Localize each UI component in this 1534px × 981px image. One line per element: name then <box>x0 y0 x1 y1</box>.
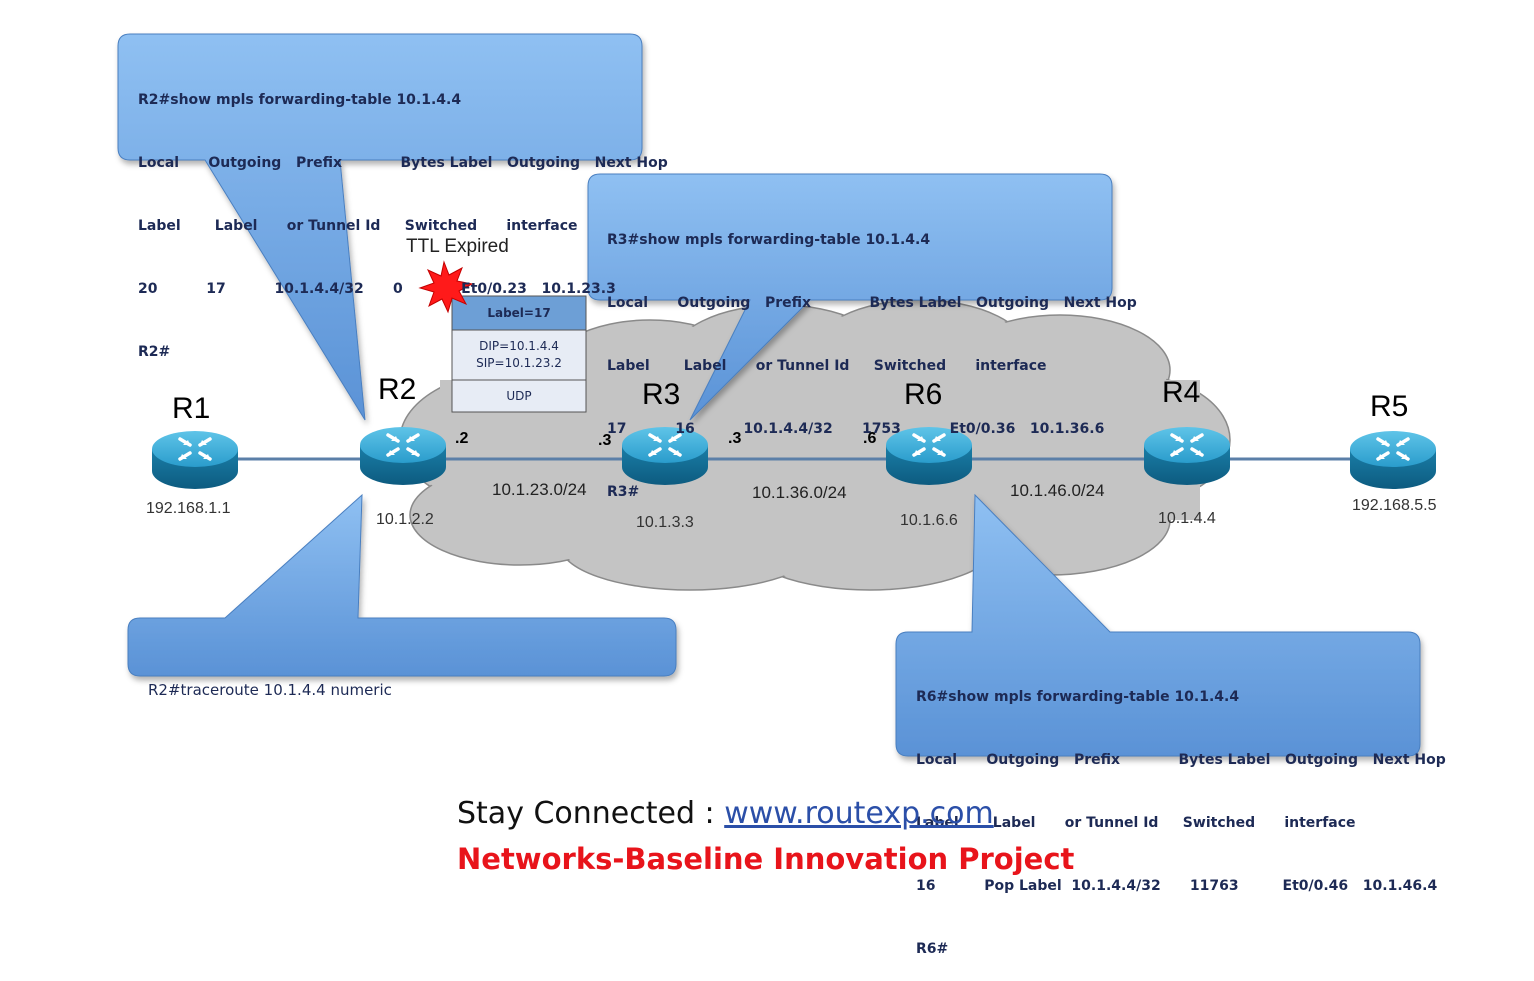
callout-line: 16 Pop Label 10.1.4.4/32 11763 Et0/0.46 … <box>916 878 1438 894</box>
router-ip-r3: 10.1.3.3 <box>636 514 694 531</box>
interface-label: .6 <box>863 430 877 447</box>
callout-line: R6#show mpls forwarding-table 10.1.4.4 <box>916 689 1240 705</box>
mpls-topology-diagram <box>117 33 1438 757</box>
callout-line: Label Label or Tunnel Id Switched interf… <box>138 218 578 234</box>
callout-r2-shape <box>117 33 643 421</box>
callout-r2-text: R2#show mpls forwarding-table 10.1.4.4 L… <box>138 48 668 384</box>
router-icon-r5 <box>1348 429 1438 491</box>
callout-line: R2#show mpls forwarding-table 10.1.4.4 <box>138 92 462 108</box>
footer-prefix: Stay Connected : <box>457 796 725 831</box>
router-icon-r4 <box>1144 427 1230 485</box>
packet-proto-text: UDP <box>506 389 532 403</box>
interface-label: .3 <box>728 430 742 447</box>
router-label-r2: R2 <box>378 373 417 406</box>
callout-r3-shape <box>587 173 1113 421</box>
router-label-r6: R6 <box>904 378 943 411</box>
footer-stay-connected: Stay Connected : www.routexp.com <box>457 796 994 831</box>
callout-line: 17 16 10.1.4.4/32 1753 Et0/0.36 10.1.36.… <box>607 421 1105 437</box>
callout-line: Label Label or Tunnel Id Switched interf… <box>916 815 1356 831</box>
ttl-expired-burst-icon <box>418 260 474 314</box>
router-ip-r2: 10.1.2.2 <box>376 511 434 528</box>
packet-dip-text: DIP=10.1.4.4 <box>479 339 559 353</box>
interface-label: .2 <box>455 430 469 447</box>
router-label-r4: R4 <box>1162 376 1201 409</box>
router-ip-r1: 192.168.1.1 <box>146 500 231 517</box>
callout-traceroute-shape <box>127 493 677 677</box>
network-label: 10.1.23.0/24 <box>492 480 587 499</box>
router-label-r1: R1 <box>172 392 211 425</box>
callout-traceroute-text: R2#traceroute 10.1.4.4 numeric <box>148 638 392 722</box>
callout-line: Local Outgoing Prefix Bytes Label Outgoi… <box>916 752 1446 768</box>
router-ip-r4: 10.1.4.4 <box>1158 510 1216 527</box>
packet-stack <box>451 295 587 413</box>
network-label: 10.1.36.0/24 <box>752 483 847 502</box>
callout-line: R2#traceroute 10.1.4.4 numeric <box>148 681 392 699</box>
callout-r3-text: R3#show mpls forwarding-table 10.1.4.4 L… <box>607 188 1137 524</box>
footer-project-title: Networks-Baseline Innovation Project <box>457 842 1075 876</box>
router-label-r3: R3 <box>642 378 681 411</box>
ttl-expired-label: TTL Expired <box>406 236 509 257</box>
router-icon-r1 <box>150 429 240 491</box>
callout-line: R6# <box>916 941 949 957</box>
network-label: 10.1.46.0/24 <box>1010 481 1105 500</box>
router-icon-r2 <box>360 427 446 485</box>
router-ip-r5: 192.168.5.5 <box>1352 497 1437 514</box>
callout-line: R2# <box>138 344 171 360</box>
router-label-r5: R5 <box>1370 390 1409 423</box>
callout-line: Local Outgoing Prefix Bytes Label Outgoi… <box>607 295 1137 311</box>
callout-line: Label Label or Tunnel Id Switched interf… <box>607 358 1047 374</box>
callout-r6-shape <box>895 493 1421 757</box>
callout-line: R3#show mpls forwarding-table 10.1.4.4 <box>607 232 931 248</box>
callout-r6-text: R6#show mpls forwarding-table 10.1.4.4 L… <box>916 645 1446 981</box>
packet-label-text: Label=17 <box>487 306 551 320</box>
router-ip-r6: 10.1.6.6 <box>900 512 958 529</box>
callout-line: R3# <box>607 484 640 500</box>
callout-line: 20 17 10.1.4.4/32 0 Et0/0.23 10.1.23.3 <box>138 281 616 297</box>
interface-label: .3 <box>598 432 612 449</box>
footer-link[interactable]: www.routexp.com <box>724 796 994 831</box>
callout-line: Local Outgoing Prefix Bytes Label Outgoi… <box>138 155 668 171</box>
packet-sip-text: SIP=10.1.23.2 <box>476 356 562 370</box>
